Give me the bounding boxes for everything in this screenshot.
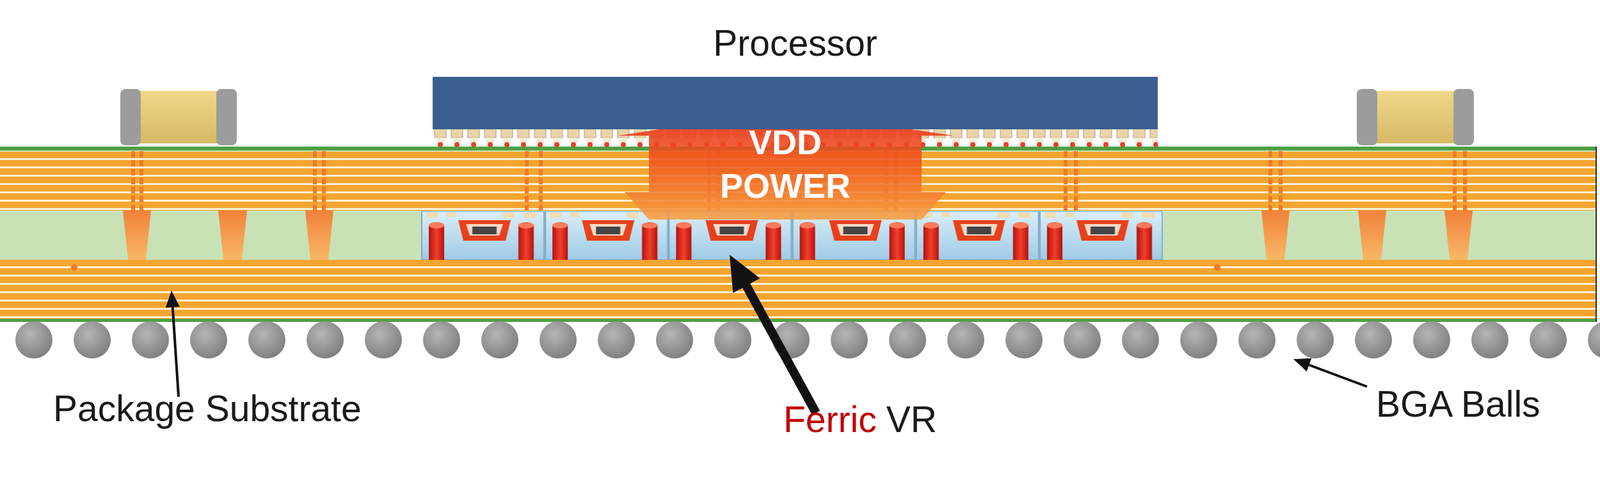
callout-label: Ferric <box>783 398 877 441</box>
component-heading: Processor <box>304 21 1286 64</box>
capacitor-left <box>120 88 237 146</box>
capacitor-right <box>1356 88 1474 146</box>
bga-balls <box>0 321 1600 360</box>
substrate-bottom-layers <box>0 259 1597 320</box>
power-label: VDD POWER <box>702 120 869 208</box>
callout-label: Package Substrate <box>53 387 362 430</box>
callout-label: BGA Balls <box>1376 382 1541 425</box>
processor-die: Processor <box>432 76 1158 130</box>
callout-label: VR <box>886 398 937 441</box>
